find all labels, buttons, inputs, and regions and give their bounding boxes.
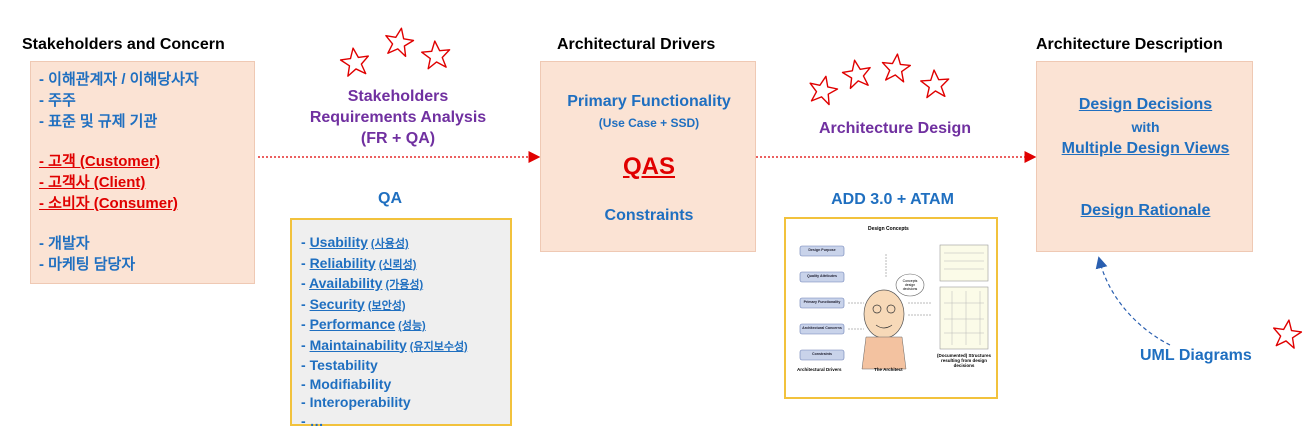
qa-item[interactable]: - Security(보안성) xyxy=(301,295,468,316)
uml-diagrams-label: UML Diagrams xyxy=(1140,347,1252,364)
architecture-design-label: Architecture Design xyxy=(818,120,972,137)
qa-item-prefix: - xyxy=(301,275,310,291)
analysis-line-1: Stakeholders xyxy=(347,88,449,105)
description-box: Design Decisions with Multiple Design Vi… xyxy=(1036,61,1253,252)
analysis-line-3: (FR + QA) xyxy=(360,130,436,147)
add-bottom-left-label: Architectural Drivers xyxy=(797,367,842,372)
stakeholder-group-internal: - 개발자 - 마케팅 담당자 xyxy=(39,233,135,275)
qa-item: - Interoperability xyxy=(301,393,468,412)
qa-box: - Usability(사용성)- Reliability(신뢰성)- Avai… xyxy=(290,218,512,429)
qa-item[interactable]: - Usability(사용성) xyxy=(301,233,468,254)
stakeholder-item: - 표준 및 규제 기관 xyxy=(39,113,158,130)
qa-item-korean: (성능) xyxy=(398,320,426,332)
qa-item-korean: (보안성) xyxy=(367,299,406,312)
qa-item-korean: (가용성) xyxy=(385,279,424,291)
qa-item-korean: (신뢰성) xyxy=(378,258,417,271)
add-design-concepts-label: Design Concepts xyxy=(868,226,909,232)
stakeholder-group-general: - 이해관계자 / 이해당사자 - 주주 - 표준 및 규제 기관 xyxy=(39,69,199,132)
with-label: with xyxy=(1131,119,1160,135)
qa-item-prefix: - xyxy=(301,336,310,353)
qa-item: - Testability xyxy=(301,356,468,375)
qa-item[interactable]: - Reliability(신뢰성) xyxy=(301,254,468,275)
drivers-box: Primary Functionality (Use Case + SSD) Q… xyxy=(540,61,756,252)
star-icon xyxy=(385,27,415,58)
constraints-label: Constraints xyxy=(604,207,694,224)
qa-list: - Usability(사용성)- Reliability(신뢰성)- Avai… xyxy=(301,233,468,430)
add-bottom-right-label: (Documented) Structures resulting from d… xyxy=(936,353,991,368)
stakeholder-item: - 고객사 (Client) xyxy=(39,174,146,191)
stakeholders-heading: Stakeholders and Concern xyxy=(22,36,225,53)
primary-functionality-sub: (Use Case + SSD) xyxy=(598,116,700,130)
qa-item-prefix: - xyxy=(301,254,310,271)
stakeholder-group-customers: - 고객 (Customer) - 고객사 (Client) - 소비자 (Co… xyxy=(39,151,178,214)
analysis-line-2: Requirements Analysis xyxy=(309,109,487,126)
stakeholder-item: - 마케팅 담당자 xyxy=(39,256,136,273)
stakeholders-box: - 이해관계자 / 이해당사자 - 주주 - 표준 및 규제 기관 - 고객 (… xyxy=(30,61,255,284)
qa-item[interactable]: - Availability(가용성) xyxy=(301,274,468,295)
description-heading: Architecture Description xyxy=(1036,36,1223,53)
qa-item: - Modifiability xyxy=(301,375,468,394)
star-icon xyxy=(920,69,950,99)
qa-item-prefix: - xyxy=(301,357,310,373)
add-atam-label: ADD 3.0 + ATAM xyxy=(831,191,954,208)
qa-item-prefix: - xyxy=(301,375,310,392)
qa-item-name: Maintainability xyxy=(309,336,407,353)
star-icon xyxy=(339,47,370,77)
qa-item[interactable]: - Performance(성능) xyxy=(301,315,468,336)
star-icon xyxy=(421,40,451,70)
add-bottom-mid-label: The Architect xyxy=(874,367,903,372)
design-decisions-link[interactable]: Design Decisions xyxy=(1078,96,1213,113)
multiple-design-views-link[interactable]: Multiple Design Views xyxy=(1061,140,1230,157)
stakeholder-item: - 고객 (Customer) xyxy=(39,153,160,170)
star-icon xyxy=(881,53,912,83)
stakeholder-item: - 개발자 xyxy=(39,235,90,252)
qa-item[interactable]: - Maintainability(유지보수성) xyxy=(301,336,468,357)
drivers-heading: Architectural Drivers xyxy=(557,36,716,53)
qa-item-prefix: - xyxy=(301,394,310,410)
qa-item-name: Performance xyxy=(309,316,396,332)
qa-item-name: Interoperability xyxy=(309,394,411,410)
design-rationale-link[interactable]: Design Rationale xyxy=(1080,202,1211,219)
primary-functionality: Primary Functionality xyxy=(567,93,731,110)
qa-item-name: Reliability xyxy=(309,254,376,271)
add-figure-drawing xyxy=(799,244,989,370)
stakeholder-item: - 소비자 (Consumer) xyxy=(39,195,178,212)
qa-item-name: Usability xyxy=(309,234,368,250)
star-icon xyxy=(1272,319,1303,349)
stakeholder-item: - 주주 xyxy=(39,92,76,109)
qa-item-name: Availability xyxy=(309,275,383,291)
add-driver-box-label: Architectural Concerns xyxy=(802,326,842,330)
qa-item-name: Security xyxy=(309,295,365,312)
qa-item-korean: (유지보수성) xyxy=(409,340,468,353)
star-icon xyxy=(809,75,839,106)
qa-item-name: … xyxy=(309,412,324,429)
qa-item-korean: (사용성) xyxy=(370,238,409,250)
star-icon xyxy=(841,59,871,90)
add-driver-box-label: Quality Attributes xyxy=(806,274,838,278)
qa-item-prefix: - xyxy=(301,295,310,312)
requirements-analysis-label: Stakeholders Requirements Analysis (FR +… xyxy=(282,86,514,149)
qa-item-name: Testability xyxy=(309,357,378,373)
qa-item-prefix: - xyxy=(301,234,310,250)
add-driver-box-label: Constraints xyxy=(812,352,832,356)
add-driver-box-label: Design Purpose xyxy=(808,248,836,252)
arrow-uml-to-description xyxy=(1095,256,1171,346)
qa-item-prefix: - xyxy=(301,316,310,332)
qas-label: QAS xyxy=(622,153,675,180)
qa-item-prefix: - xyxy=(301,412,310,429)
qa-heading: QA xyxy=(378,190,402,207)
qa-item-name: Modifiability xyxy=(309,375,392,392)
add-driver-box-label: Primary Functionality xyxy=(803,300,841,304)
stakeholder-item: - 이해관계자 / 이해당사자 xyxy=(39,71,199,88)
qa-item: - … xyxy=(301,412,468,431)
add-bubble-label: Concepts design decisions xyxy=(902,279,918,291)
